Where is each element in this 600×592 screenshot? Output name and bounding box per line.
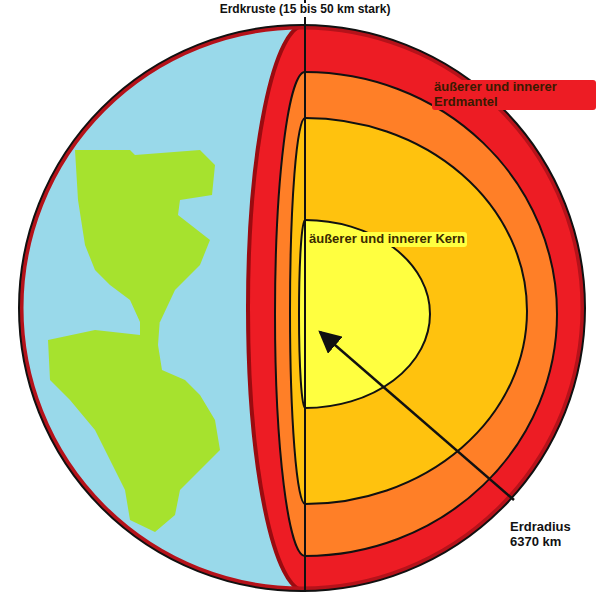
continent xyxy=(75,150,215,322)
radius-arrow xyxy=(320,332,514,500)
core xyxy=(299,220,430,408)
crust-label: Erdkruste (15 bis 50 km stark) xyxy=(218,3,393,17)
continent xyxy=(48,318,220,532)
mantle-inner xyxy=(290,118,527,504)
crust-rim xyxy=(21,27,583,589)
mantle-label: äußerer und innerer Erdmantel xyxy=(432,80,596,110)
core-label: äußerer und innerer Kern xyxy=(307,232,467,247)
earth-crust-band xyxy=(248,25,600,591)
ocean xyxy=(19,25,585,591)
radius-label: Erdradius 6370 km xyxy=(508,520,592,550)
mantle-outer xyxy=(275,72,557,556)
cut-line xyxy=(304,0,306,592)
globe-outline xyxy=(19,25,585,591)
